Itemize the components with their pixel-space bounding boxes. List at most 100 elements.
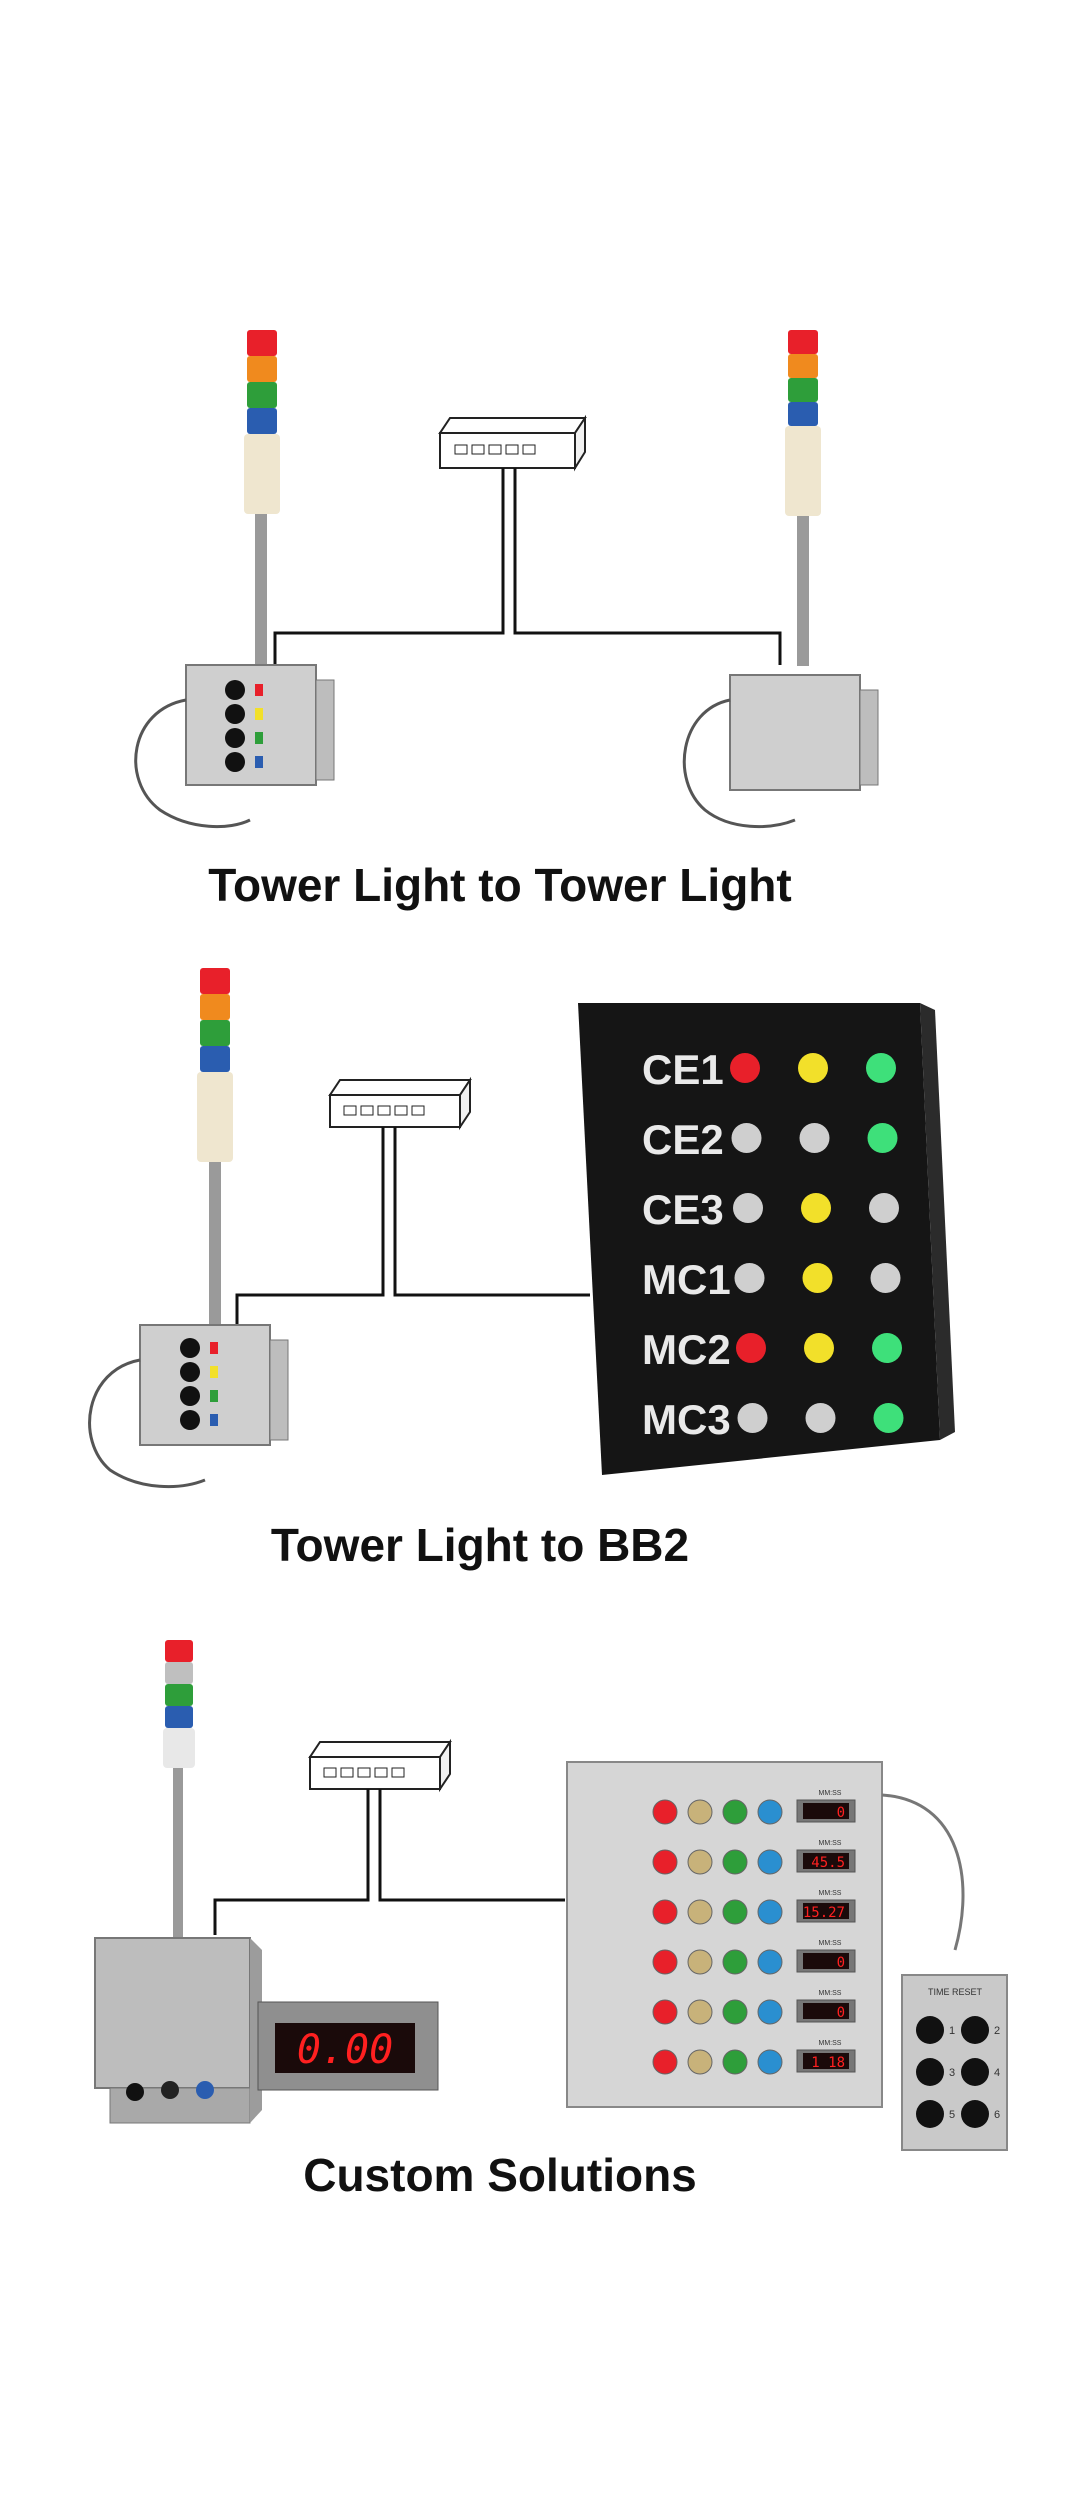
board-row-label: MC2 <box>642 1326 731 1373</box>
readout-value: 0 <box>837 2005 845 2021</box>
indicator-light <box>731 1123 762 1153</box>
keypad-title: TIME RESET <box>928 1987 983 1997</box>
scene3-illustration: 0.00 MM:SS0MM:SS45.5MM:SS15.27MM:SS0MM:S… <box>94 1640 1008 2151</box>
tower-light <box>88 968 289 1488</box>
panel-button <box>687 1799 713 1825</box>
keypad-key <box>961 2058 989 2086</box>
keypad-key-label: 6 <box>994 2109 1000 2121</box>
readout-screen <box>803 1803 849 1819</box>
indicator-light <box>799 1123 830 1153</box>
panel-button <box>652 1799 678 1825</box>
scene-tower-to-tower: Tower Light to Tower Light <box>0 0 1080 930</box>
indicator-light <box>867 1123 898 1153</box>
panel-button <box>722 1899 748 1925</box>
indicator-light <box>866 1053 896 1083</box>
readout-value: 1 18 <box>811 2055 845 2071</box>
keypad-key-label: 4 <box>994 2067 1000 2079</box>
bb2-board <box>578 1003 955 1475</box>
control-panel-rows: MM:SS0MM:SS45.5MM:SS15.27MM:SS0MM:SS0MM:… <box>652 1790 856 2075</box>
panel-button <box>722 1949 748 1975</box>
tower-light-left <box>134 330 335 829</box>
panel-button <box>652 1899 678 1925</box>
readout-header: MM:SS <box>819 1940 842 1947</box>
readout-screen <box>803 1853 849 1869</box>
readout-header: MM:SS <box>819 1840 842 1847</box>
panel-button <box>687 1849 713 1875</box>
indicator-light <box>737 1403 768 1433</box>
keypad-key <box>916 2058 944 2086</box>
indicator-light <box>869 1193 899 1223</box>
panel-button <box>722 2049 748 2075</box>
readout-screen <box>803 2003 849 2019</box>
keypad-key-label: 2 <box>994 2025 1000 2037</box>
panel-button <box>652 1849 678 1875</box>
panel-button <box>722 1999 748 2025</box>
indicator-light <box>802 1263 833 1293</box>
scene1-illustration <box>134 330 879 829</box>
panel-button <box>722 1799 748 1825</box>
panel-button <box>757 1949 783 1975</box>
readout-screen <box>803 2053 849 2069</box>
panel-button <box>687 1899 713 1925</box>
indicator-light <box>801 1193 831 1223</box>
network-switch-icon <box>438 414 587 472</box>
led-display: 0.00 <box>257 2001 439 2091</box>
indicator-light <box>736 1333 766 1363</box>
indicator-light <box>804 1333 834 1363</box>
panel-button <box>652 2049 678 2075</box>
keypad-key-label: 5 <box>949 2109 955 2121</box>
network-cable <box>213 1789 565 1935</box>
caption-tower-to-tower: Tower Light to Tower Light <box>208 859 792 911</box>
readout-value: 0 <box>837 1955 845 1971</box>
keypad-key <box>916 2016 944 2044</box>
indicator-light <box>872 1333 902 1363</box>
indicator-light <box>870 1263 901 1293</box>
tower-light <box>163 1640 195 1938</box>
board-row-label: MC1 <box>642 1256 731 1303</box>
panel-button <box>687 1999 713 2025</box>
indicator-light <box>798 1053 828 1083</box>
indicator-light <box>805 1403 836 1433</box>
keypad-cable <box>881 1793 965 1951</box>
readout-screen <box>803 1953 849 1969</box>
indicator-light <box>873 1403 904 1433</box>
panel-button <box>757 1849 783 1875</box>
readout-header: MM:SS <box>819 2040 842 2047</box>
readout-value: 15.27 <box>803 1905 845 1921</box>
panel-button <box>757 1799 783 1825</box>
network-switch-icon <box>328 1076 472 1131</box>
panel-button <box>687 1949 713 1975</box>
panel-button <box>757 1999 783 2025</box>
tower-light-right <box>682 330 879 829</box>
indicator-light <box>730 1053 760 1083</box>
caption-custom-solutions: Custom Solutions <box>303 2149 697 2201</box>
reset-keypad: TIME RESET <box>901 1974 1008 2151</box>
board-row-label: MC3 <box>642 1396 731 1443</box>
control-enclosure <box>94 1937 262 2124</box>
readout-header: MM:SS <box>819 1890 842 1897</box>
readout-screen <box>803 1903 849 1919</box>
network-cable <box>235 1127 590 1325</box>
panel-button <box>652 1999 678 2025</box>
panel-button <box>722 1849 748 1875</box>
keypad-key-label: 3 <box>949 2067 955 2079</box>
panel-button <box>757 2049 783 2075</box>
board-row-label: CE2 <box>642 1116 724 1163</box>
board-row-label: CE1 <box>642 1046 724 1093</box>
board-row-label: CE3 <box>642 1186 724 1233</box>
network-cable <box>273 468 782 665</box>
indicator-light <box>734 1263 765 1293</box>
led-display-value: 0.00 <box>297 2027 393 2073</box>
readout-value: 45.5 <box>811 1855 845 1871</box>
panel-button <box>687 2049 713 2075</box>
caption-tower-to-bb2: Tower Light to BB2 <box>270 1519 690 1571</box>
indicator-light <box>733 1193 763 1223</box>
keypad-key <box>961 2100 989 2128</box>
panel-button <box>757 1899 783 1925</box>
network-switch-icon <box>308 1738 452 1793</box>
